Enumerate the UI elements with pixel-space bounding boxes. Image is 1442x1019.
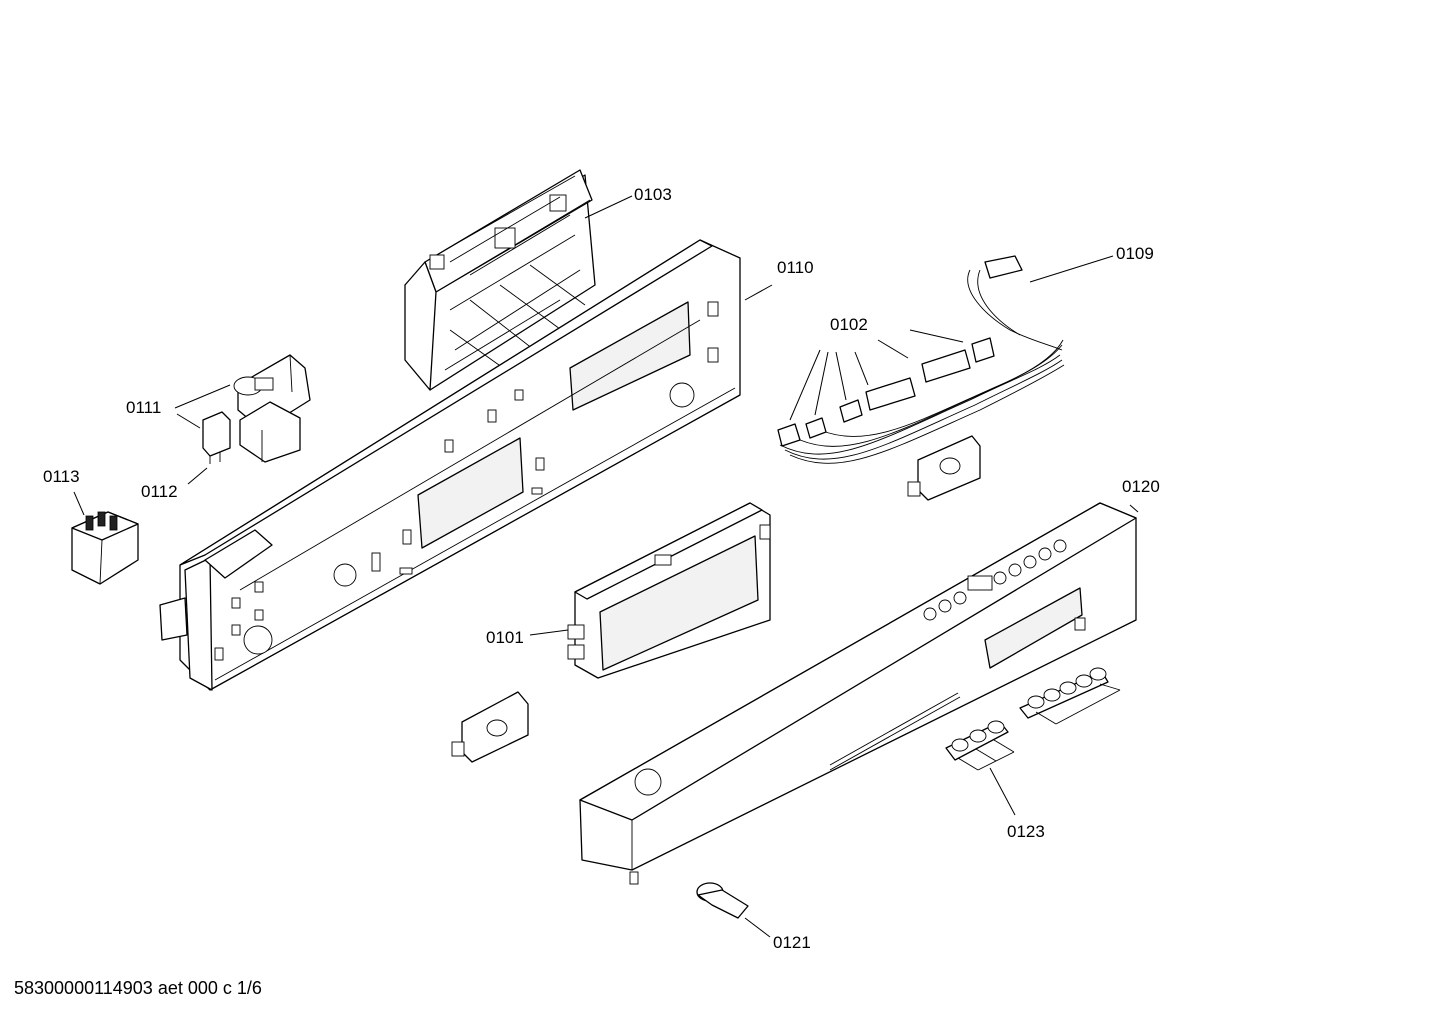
part-0123-push-buttons[interactable] bbox=[945, 667, 1121, 771]
part-0111-switch-housing[interactable] bbox=[233, 354, 311, 463]
callout-0120: 0120 bbox=[1122, 477, 1160, 496]
callout-0101: 0101 bbox=[486, 628, 524, 647]
leader-lines bbox=[73, 195, 1139, 938]
callout-0112: 0112 bbox=[141, 482, 178, 501]
callout-0102: 0102 bbox=[830, 315, 868, 334]
holder-bracket-right[interactable] bbox=[907, 435, 981, 501]
document-reference: 58300000114903 aet 000 c 1/6 bbox=[14, 978, 262, 998]
holder-bracket-left[interactable] bbox=[451, 691, 529, 763]
part-0101-display-module[interactable] bbox=[567, 502, 771, 679]
callout-0111: 0111 bbox=[126, 398, 161, 417]
part-0112-suppressor[interactable] bbox=[202, 411, 231, 464]
part-0120-control-fascia[interactable] bbox=[579, 502, 1137, 885]
part-0103-electronic-module[interactable] bbox=[404, 169, 596, 391]
callout-0103: 0103 bbox=[634, 185, 672, 204]
part-0102-cable-harness[interactable] bbox=[777, 255, 1065, 464]
callout-0109: 0109 bbox=[1116, 244, 1154, 263]
part-0110-control-panel-frame[interactable] bbox=[159, 239, 741, 691]
callout-0113: 0113 bbox=[43, 467, 80, 486]
callout-0110: 0110 bbox=[777, 258, 814, 277]
callout-0123: 0123 bbox=[1007, 822, 1045, 841]
callout-0121: 0121 bbox=[773, 933, 811, 952]
part-0121-button[interactable] bbox=[696, 882, 749, 919]
part-0113-connector-block[interactable] bbox=[71, 511, 139, 585]
